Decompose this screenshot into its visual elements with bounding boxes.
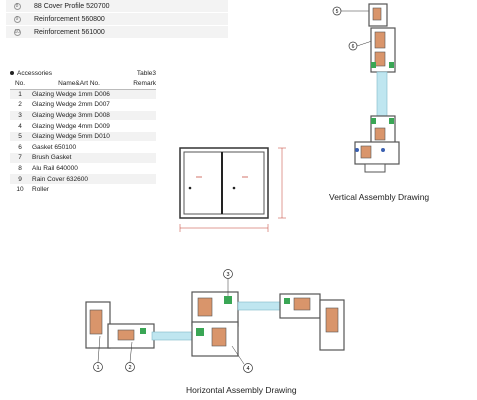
row-remark: [128, 173, 156, 185]
row-remark: [128, 152, 156, 164]
row-name: Glazing Wedge 3mm D008: [30, 110, 129, 122]
row-number: 5: [10, 131, 30, 143]
col-no: No.: [10, 79, 30, 90]
window-elevation-drawing: [179, 147, 286, 232]
row-name: Gasket 650100: [30, 141, 129, 154]
callout-1: 1: [96, 365, 99, 371]
row-number: 9: [10, 173, 30, 185]
callout-3: 3: [226, 272, 229, 278]
row-number-badge: 10: [13, 28, 21, 36]
row-number: 8: [10, 163, 30, 175]
table-row: 8 88 Cover Profile 520700: [6, 0, 228, 13]
row-remark: [128, 163, 156, 175]
row-number: 1: [10, 89, 30, 101]
callout-4: 4: [246, 366, 249, 372]
callout-6: 6: [352, 44, 355, 50]
row-name: Glazing Wedge 1mm D006: [30, 89, 129, 101]
row-number: 6: [10, 141, 30, 154]
row-text: Reinforcement 561000: [34, 28, 105, 36]
row-remark: [128, 89, 156, 101]
table-label: Table3: [136, 69, 156, 77]
vertical-caption: Vertical Assembly Drawing: [329, 192, 430, 202]
row-name: Rain Cover 632600: [30, 173, 129, 185]
row-number: 4: [10, 120, 30, 132]
col-name: Name&Art No.: [30, 79, 129, 90]
col-remark: Remark: [128, 79, 156, 90]
row-remark: [128, 120, 156, 132]
row-number: 7: [10, 152, 30, 164]
row-number: 10: [10, 184, 30, 196]
table-row: 10 Reinforcement 561000: [6, 26, 228, 39]
row-remark: [128, 141, 156, 154]
row-name: Glazing Wedge 2mm D007: [30, 99, 129, 111]
horizontal-caption: Horizontal Assembly Drawing: [186, 385, 297, 395]
profile-table-tail: 8 88 Cover Profile 520700 9 Reinforcemen…: [6, 0, 228, 39]
row-name: Alu Rail 640000: [30, 163, 129, 175]
callout-2: 2: [128, 365, 131, 371]
row-number: 3: [10, 110, 30, 122]
row-name: Brush Gasket: [30, 152, 129, 164]
row-text: 88 Cover Profile 520700: [34, 2, 110, 10]
table-row: 9 Reinforcement 560800: [6, 13, 228, 26]
row-number: 2: [10, 99, 30, 111]
accessories-title: Accessories: [17, 69, 53, 77]
row-remark: [128, 110, 156, 122]
row-remark: [128, 99, 156, 111]
row-name: Glazing Wedge 5mm D010: [30, 131, 129, 143]
row-name: Glazing Wedge 4mm D009: [30, 120, 129, 132]
callout-5: 5: [336, 9, 339, 15]
row-text: Reinforcement 560800: [34, 15, 105, 23]
row-remark: [128, 184, 156, 196]
vertical-section-drawing: 5 6: [332, 3, 400, 173]
bullet-icon: [10, 71, 14, 75]
horizontal-section-drawing: 1 2 3 4: [85, 269, 345, 373]
row-remark: [128, 131, 156, 143]
row-number-badge: 9: [13, 15, 21, 23]
row-number-badge: 8: [13, 2, 21, 10]
accessories-section: Accessories Table3 No. Name&Art No. Rema…: [10, 68, 156, 196]
row-name: Roller: [30, 184, 129, 196]
